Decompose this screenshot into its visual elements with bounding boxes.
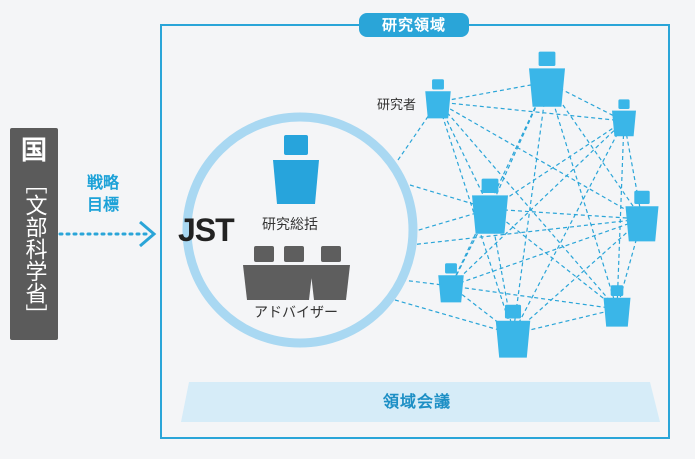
network-connection-line xyxy=(512,308,618,335)
network-connection-line xyxy=(512,218,643,335)
network-connection-line xyxy=(450,120,625,287)
network-connection-line xyxy=(401,279,452,287)
ministry-label: ［文部科学省］ xyxy=(21,172,47,326)
person-advisor-icon xyxy=(273,246,313,300)
advisor-icons xyxy=(243,246,350,300)
supervisor-label: 研究総括 xyxy=(262,217,318,233)
strategic-goal-arrow xyxy=(58,220,157,248)
person-researcher-icon xyxy=(425,79,451,119)
advisor-label: アドバイザー xyxy=(254,305,338,321)
network-connection-line xyxy=(437,101,625,122)
jst-label: JST xyxy=(178,212,235,248)
jst-circle xyxy=(182,112,418,348)
person-supervisor-icon xyxy=(273,135,319,204)
network-connection-line xyxy=(616,120,625,310)
strategic-goal-line1: 戦略 xyxy=(86,173,119,192)
researcher-network-lines xyxy=(394,81,643,335)
network-connection-line xyxy=(512,120,625,335)
person-advisor-icon xyxy=(310,246,350,300)
person-researcher-icon xyxy=(603,285,631,327)
government-label: 国 xyxy=(20,136,47,166)
researcher-label: 研究者 xyxy=(377,98,417,113)
person-researcher-icon xyxy=(438,263,464,303)
person-researcher-icon xyxy=(529,51,565,107)
person-advisor-icon xyxy=(243,246,283,300)
strategic-goal-label: 戦略 目標 xyxy=(78,172,128,216)
network-connection-line xyxy=(623,120,643,220)
research-field-badge: 研究領域 xyxy=(359,13,469,37)
network-connection-line xyxy=(437,101,618,310)
network-connection-line xyxy=(437,81,548,103)
strategic-goal-line2: 目標 xyxy=(86,195,119,214)
field-meeting-label: 領域会議 xyxy=(382,392,451,411)
network-connection-line xyxy=(409,218,643,246)
network-connection-line xyxy=(450,81,548,287)
network-connection-line xyxy=(489,208,618,310)
network-connection-line xyxy=(546,81,618,310)
network-connection-line xyxy=(450,218,643,287)
person-researcher-icon xyxy=(495,304,531,358)
field-meeting-band xyxy=(181,382,660,422)
person-researcher-icon xyxy=(612,99,636,137)
researcher-nodes xyxy=(425,51,659,358)
person-researcher-icon xyxy=(625,190,659,242)
research-field-frame xyxy=(160,24,670,439)
government-tag: 国 ［文部科学省］ xyxy=(10,128,58,340)
network-connection-line xyxy=(489,208,643,220)
network-connection-line xyxy=(489,120,625,210)
person-researcher-icon xyxy=(472,178,508,234)
arrow-right-icon xyxy=(139,220,157,248)
network-connection-line xyxy=(437,101,491,210)
